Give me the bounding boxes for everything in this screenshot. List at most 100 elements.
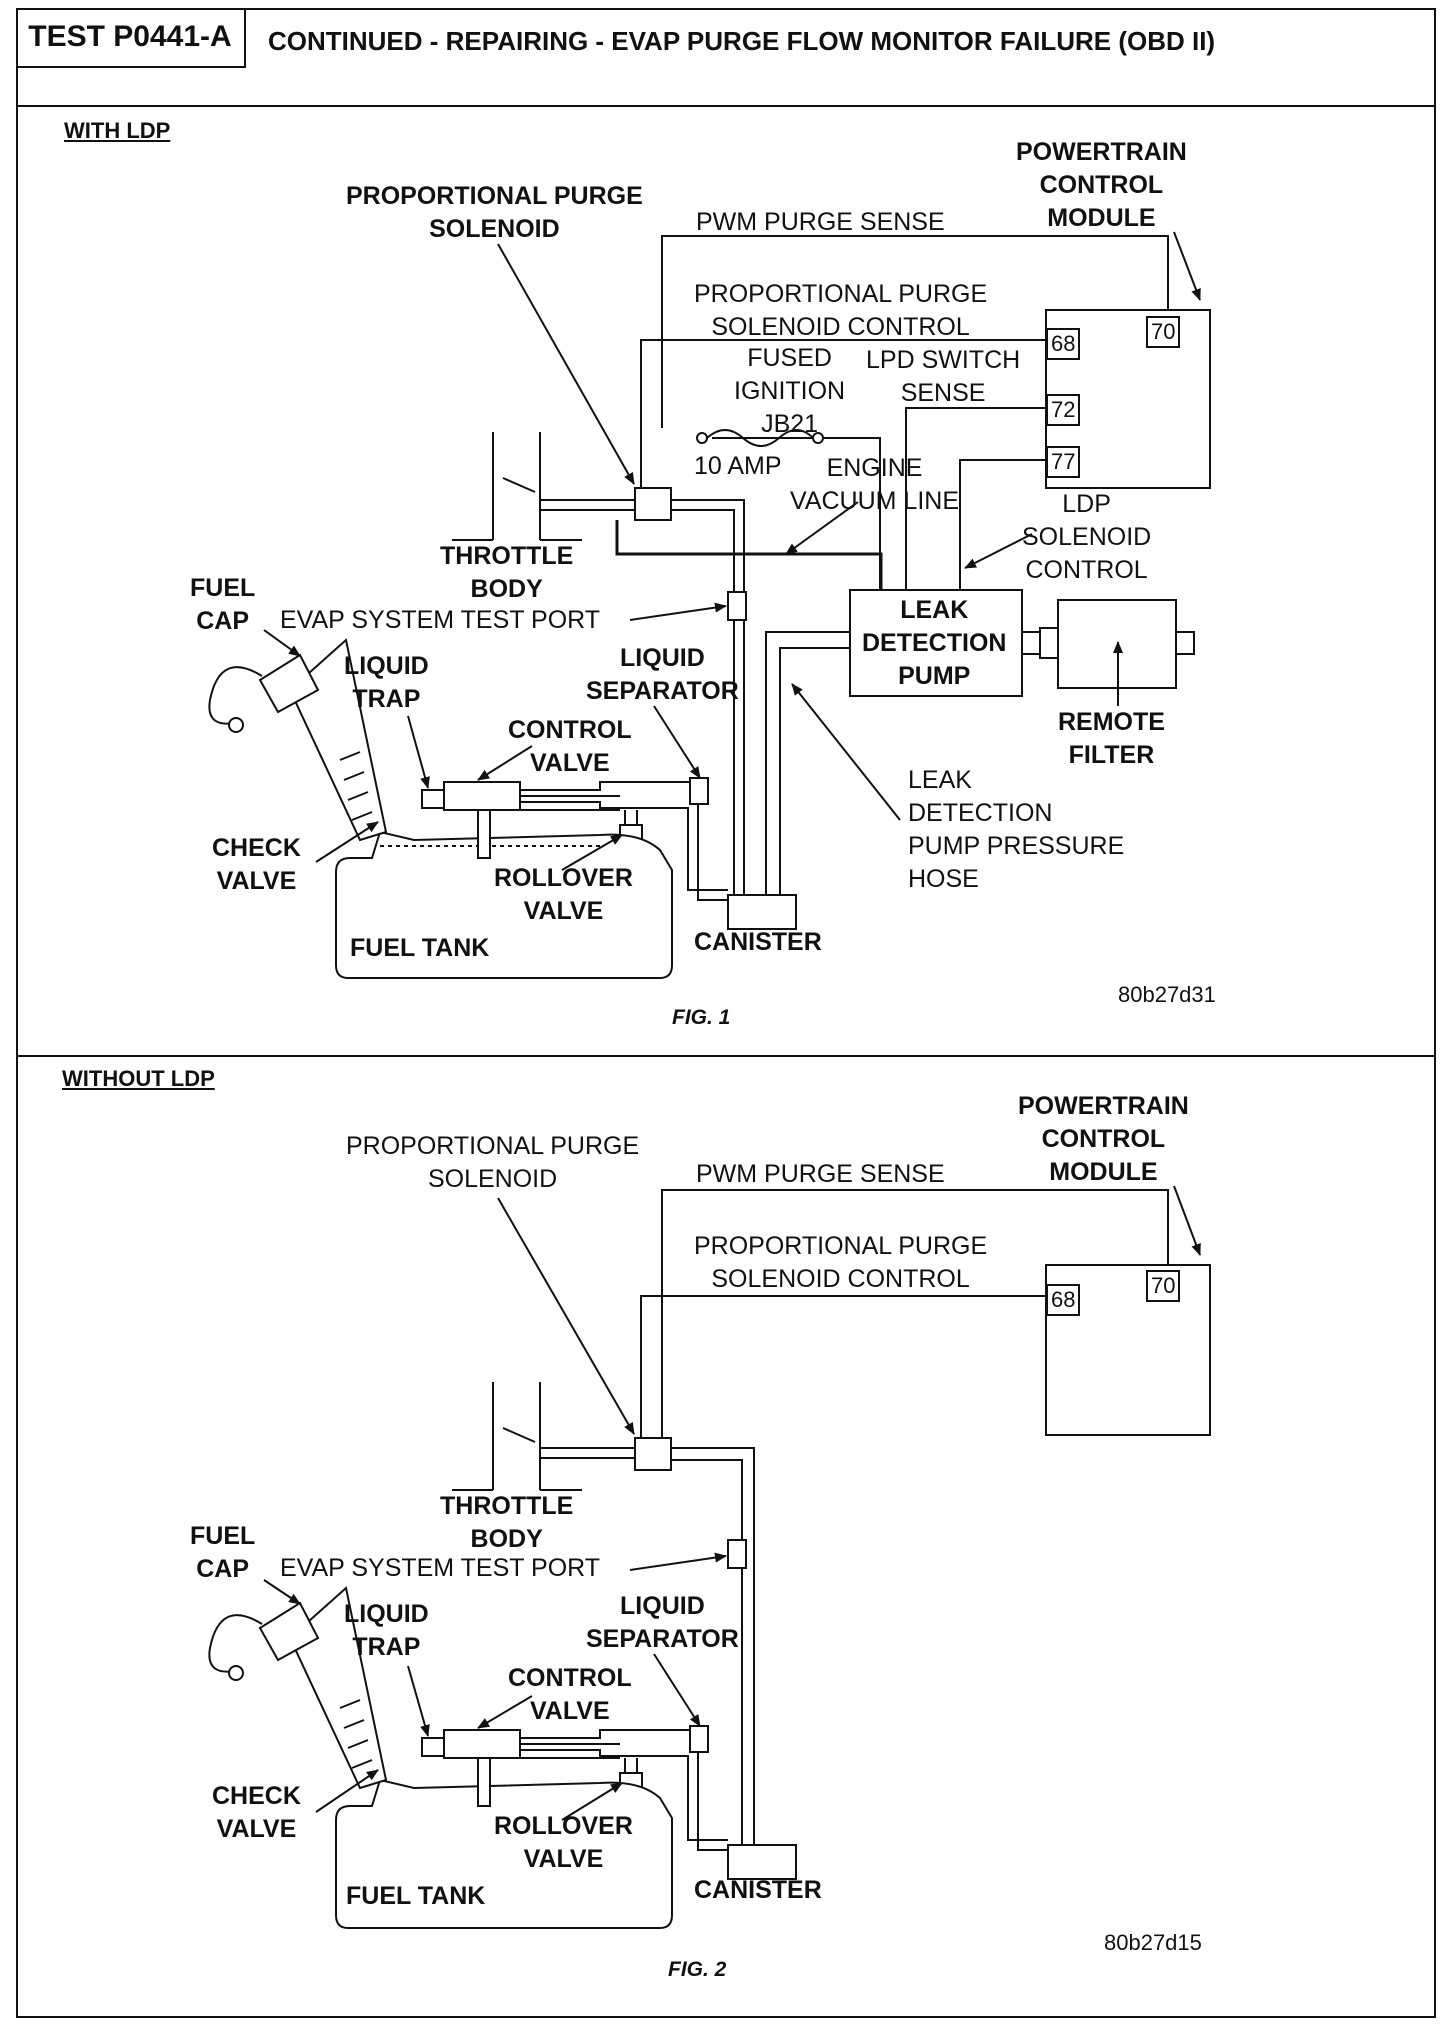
fig1-pressure-hose: [766, 632, 850, 895]
fig1-fused-ignition-wire: [712, 438, 880, 590]
fig1-arrow: [316, 822, 379, 862]
fig1-filter-fitting: [1176, 632, 1194, 654]
fig2-fuel-cap: [260, 1603, 318, 1660]
fig1-tank-vent: [478, 810, 490, 858]
fig1-separator-hose: [520, 782, 728, 900]
fig1-arrow: [654, 706, 700, 779]
fig1-fuse-symbol: [707, 430, 813, 446]
fig1-test-port: [728, 592, 746, 620]
fig1-fuel-tank-label: FUEL TANK: [350, 934, 490, 962]
fig1-canister: [728, 895, 796, 929]
fig2-arrow: [316, 1770, 379, 1812]
fig2-canister: [728, 1845, 796, 1879]
fig1-canister-hose: [671, 510, 734, 895]
fig1-filler-hatch: [340, 752, 372, 820]
fig2-cap-ring: [229, 1666, 243, 1680]
fig1-pin-68: 68: [1046, 328, 1081, 360]
fig1-arrow: [264, 630, 301, 656]
fig2-tank-vent: [478, 1758, 490, 1806]
fig1-purge-solenoid-body: [635, 488, 671, 520]
fig1-diagram: [209, 232, 1210, 978]
page-title: CONTINUED - REPAIRING - EVAP PURGE FLOW …: [268, 26, 1216, 56]
fig2-arrow: [630, 1552, 727, 1570]
fig1-fuel-cap: [260, 655, 318, 712]
fig1-fuse-terminal: [697, 433, 707, 443]
fig1-lpd-switch-wire: [906, 408, 1046, 590]
fig1-ldp-solenoid-wire: [960, 460, 1046, 590]
fig1-arrow: [562, 835, 623, 870]
fig1-pin-70: 70: [1146, 316, 1181, 348]
fig2-fuel-tank: [336, 1780, 672, 1928]
fig1-arrow: [785, 502, 858, 554]
fig1-pressure-hose: [780, 648, 850, 895]
fig2-pin-68: 68: [1046, 1284, 1081, 1316]
fig1-purge-control-wire: [641, 340, 1046, 490]
fig1-separator-hose: [520, 802, 728, 890]
fig1-liquid-trap: [422, 790, 444, 808]
header-row: TEST P0441-A CONTINUED - REPAIRING - EVA…: [16, 8, 1436, 107]
fig1-arrow: [477, 746, 532, 780]
fig1-separator-fitting: [690, 778, 708, 804]
fig1-pin-77: 77: [1046, 446, 1081, 478]
fig2-caption: FIG. 2: [668, 1958, 727, 1981]
fig2-cap-tether: [209, 1615, 262, 1672]
fig2-canister-label: CANISTER: [694, 1876, 822, 1904]
figure-divider: [16, 1055, 1436, 1057]
fig1-arrow: [498, 244, 634, 485]
fig2-arrow: [498, 1198, 634, 1435]
fig1-cap-ring: [229, 718, 243, 732]
fig2-arrow: [477, 1696, 532, 1728]
fig2-arrow: [408, 1666, 430, 1737]
fig2-purge-control-wire: [641, 1296, 1046, 1440]
fig1-arrow: [792, 683, 900, 820]
fig1-arrow: [408, 716, 430, 789]
fig1-control-valve: [444, 782, 520, 810]
fig1-figure-code: 80b27d31: [1118, 982, 1216, 1007]
fig1-arrow: [630, 602, 727, 620]
fig1-arrow: [964, 534, 1032, 568]
fig1-vacuum-line: [617, 520, 881, 590]
fig2-liquid-trap: [422, 1738, 444, 1756]
fig1-canister-hose: [671, 500, 744, 895]
fig1-pwm-sense-label: PWM PURGE SENSE: [696, 208, 945, 236]
fig2-pwm-sense-label: PWM PURGE SENSE: [696, 1160, 945, 1188]
fig1-pin-72: 72: [1046, 394, 1081, 426]
fig1-leak-detection-pump: [850, 590, 1022, 696]
fig1-caption: FIG. 1: [672, 1006, 731, 1029]
fig2-arrow: [1174, 1186, 1200, 1256]
fig1-canister-label: CANISTER: [694, 928, 822, 956]
fig2-figure-code: 80b27d15: [1104, 1930, 1202, 1955]
fig1-pwm-sense-wire: [662, 236, 1168, 428]
fig2-test-port-label: EVAP SYSTEM TEST PORT: [280, 1554, 601, 1582]
fig2-diagram: [209, 1186, 1210, 1928]
fig2-canister-hose: [671, 1448, 754, 1845]
fig2-canister-hose: [671, 1460, 742, 1845]
fig1-filter-fitting: [1040, 628, 1058, 658]
fig2-control-valve: [444, 1730, 520, 1758]
fig2-arrow: [264, 1580, 301, 1604]
fig2-filler-hatch: [340, 1700, 372, 1768]
fig2-purge-solenoid-body: [635, 1438, 671, 1470]
page-frame: [16, 8, 1436, 2018]
